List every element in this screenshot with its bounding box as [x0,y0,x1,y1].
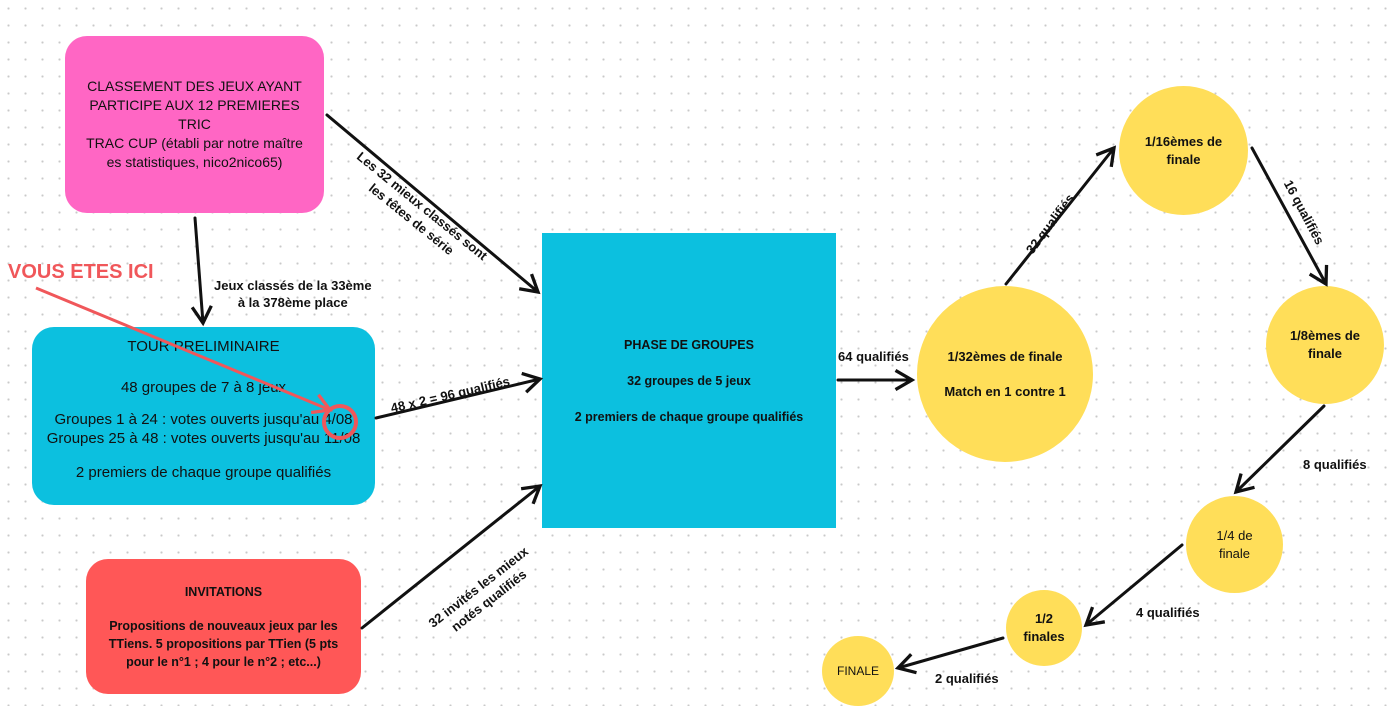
group-phase-title: PHASE DE GROUPES [624,337,754,352]
arrow-r32-to-r16 [1250,146,1329,287]
arrow-sf-to-final [894,636,1005,675]
ranking-line-3: TRAC CUP (établi par notre maître [86,135,303,151]
round-of-16-label-2: finale [1308,346,1342,361]
round-of-64-format: Match en 1 contre 1 [944,383,1066,399]
final-label: FINALE [836,664,879,678]
ranking-line-2: PARTICIPE AUX 12 PREMIERES TRIC [89,97,300,132]
q8-label: 8 qualifiés [1303,457,1367,472]
final-circle: FINALE [822,636,894,706]
semi-final-circle: 1/2 finales [1006,590,1082,666]
quarter-final-label-2: finale [1218,545,1251,561]
preliminary-votes-2: Groupes 25 à 48 : votes ouverts jusqu'au… [46,430,361,447]
ranked-games-line-2: à la 378ème place [237,295,348,310]
arrow-ranking-to-groups [325,113,541,295]
arrow-r64-to-r32 [1004,145,1117,286]
arrow-r16-to-qf [1233,404,1326,495]
arrow-invitations-to-groups [360,483,543,630]
invitations-line-3: pour le n°1 ; 4 pour le n°2 ; etc...) [126,654,321,669]
ranked-games-line-1: Jeux classés de la 33ème [214,278,372,293]
round-of-16-circle: 1/8èmes de finale [1266,286,1384,404]
ranking-box: CLASSEMENT DES JEUX AYANT PARTICIPE AUX … [65,36,324,213]
group-phase-groups: 32 groupes de 5 jeux [627,373,751,388]
ranking-line-1: CLASSEMENT DES JEUX AYANT [87,78,302,94]
invitations-line-1: Propositions de nouveaux jeux par les [109,618,338,633]
q4-label: 4 qualifiés [1136,605,1200,620]
you-are-here-text: VOUS ETES ICI [8,261,154,283]
invitations-line-2: TTiens. 5 propositions par TTien (5 pts [108,636,339,651]
round-of-64-circle: 1/32èmes de finale Match en 1 contre 1 [917,286,1093,462]
arrow-ranking-to-preliminary [190,216,213,327]
invitations-box: INVITATIONS Propositions de nouveaux jeu… [86,559,361,694]
q64-label: 64 qualifiés [838,349,909,364]
arrow-preliminary-to-groups [374,371,544,420]
quarter-final-label-1: 1/4 de [1216,527,1253,543]
group-phase-qualified: 2 premiers de chaque groupe qualifiés [574,409,804,424]
preliminary-qualified: 2 premiers de chaque groupe qualifiés [75,464,332,481]
round-of-32-label-2: finale [1166,151,1201,167]
ranking-line-4: es statistiques, nico2nico65) [106,154,283,170]
arrow-qf-to-sf [1083,543,1184,628]
round-of-32-label-1: 1/16èmes de [1144,133,1223,149]
preliminary-groups: 48 groupes de 7 à 8 jeux [120,379,287,396]
quarter-final-circle: 1/4 de finale [1186,496,1283,593]
semi-final-label-2: finales [1023,629,1065,644]
you-are-here-circle [322,404,358,440]
preliminary-votes-1: Groupes 1 à 24 : votes ouverts jusqu'au … [54,411,353,428]
q2-label: 2 qualifiés [935,671,999,686]
round-of-32-circle: 1/16èmes de finale [1119,86,1248,215]
you-are-here-arrow [35,286,334,415]
ranked-games-label: Jeux classés de la 33ème à la 378ème pla… [214,277,372,311]
semi-final-label-1: 1/2 [1034,611,1054,626]
invitations-title: INVITATIONS [184,584,263,599]
group-phase-box: PHASE DE GROUPES 32 groupes de 5 jeux 2 … [542,233,836,528]
round-of-16-label-1: 1/8èmes de [1289,328,1361,343]
round-of-64-label: 1/32èmes de finale [947,348,1063,364]
